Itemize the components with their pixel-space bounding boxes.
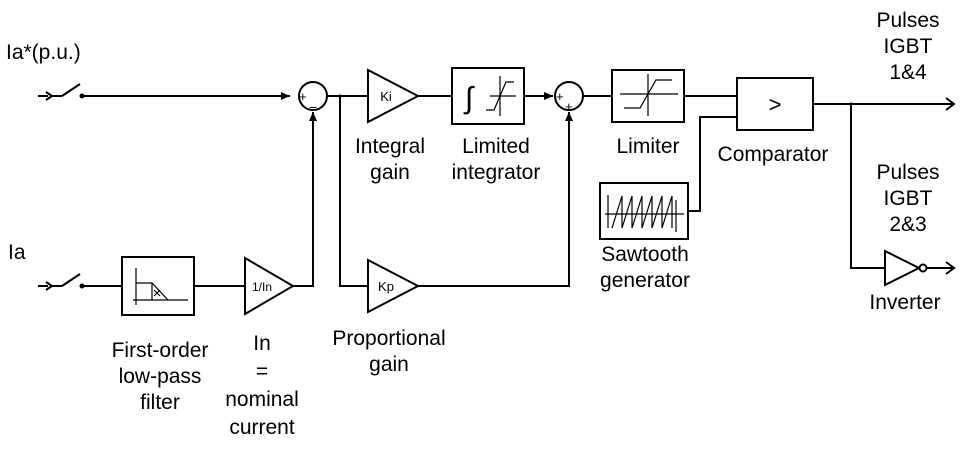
pulses-23-label: Pulses IGBT 2&3 — [858, 160, 958, 238]
gain-kp-text: Kp — [378, 279, 394, 294]
sawtooth-line-2: generator — [600, 269, 690, 292]
limiter-label: Limiter — [616, 135, 680, 158]
gain-kp: Kp — [367, 258, 421, 314]
gain-1-over-in-text: 1/In — [252, 280, 272, 294]
sum2-plus-bottom-sign: + — [565, 99, 573, 114]
sum1-minus-sign: − — [309, 99, 317, 115]
proportional-gain-line-2: gain — [369, 353, 409, 376]
integral-sign-icon: ∫ — [463, 82, 475, 115]
comparator-symbol-text: > — [769, 92, 782, 117]
meas-input-label: Ia — [8, 241, 26, 264]
pulses-14-line-2: IGBT — [883, 35, 933, 58]
wire-sum1-to-kp — [339, 96, 368, 287]
lowpass-filter-block — [121, 256, 195, 316]
ref-input-label: Ia*(p.u.) — [6, 41, 81, 64]
wire-invin-to-sum1 — [293, 112, 317, 287]
limiter-block — [611, 69, 685, 123]
wire-out-to-inverter — [850, 104, 885, 269]
wire-kp-to-sum2 — [418, 112, 573, 287]
integral-gain-line-2: gain — [370, 161, 410, 184]
in-nominal-line-4: current — [229, 416, 295, 439]
filter-line-2: low-pass — [118, 365, 202, 388]
in-nominal-line-1: In — [253, 332, 271, 355]
in-nominal-line-2: = — [255, 360, 269, 383]
inverter-block — [884, 249, 928, 287]
proportional-gain-label: Proportional gain — [314, 326, 464, 378]
wire-sawtooth-to-comparator — [688, 116, 737, 212]
in-nominal-line-3: nominal — [225, 388, 299, 411]
limited-integrator-block: ∫ — [451, 67, 525, 125]
pulses-23-line-2: IGBT — [883, 187, 933, 210]
pulses-14-line-3: 1&4 — [889, 61, 927, 84]
filter-line-1: First-order — [111, 339, 209, 362]
sum-junction-2: + + — [554, 81, 584, 114]
branch-point-sum1 — [338, 94, 342, 98]
integral-gain-label: Integral gain — [335, 134, 445, 186]
pulses-23-line-3: 2&3 — [889, 213, 927, 236]
sawtooth-line-1: Sawtooth — [601, 243, 689, 266]
arrow-out-14-icon — [945, 97, 956, 111]
filter-label: First-order low-pass filter — [96, 338, 224, 416]
gain-ki-text: Ki — [380, 89, 392, 104]
pulses-14-line-1: Pulses — [876, 9, 940, 32]
comparator-block: > — [736, 77, 814, 131]
proportional-gain-line-1: Proportional — [332, 327, 446, 350]
meas-input-switch-icon — [38, 273, 85, 291]
gain-1-over-in: 1/In — [244, 256, 295, 316]
limited-integrator-line-2: integrator — [451, 161, 541, 184]
limited-integrator-label: Limited integrator — [432, 134, 560, 186]
filter-line-3: filter — [140, 391, 180, 414]
sum-junction-1: + − — [298, 81, 328, 115]
arrow-out-23-icon — [945, 261, 956, 275]
limited-integrator-line-1: Limited — [462, 135, 530, 158]
sawtooth-label: Sawtooth generator — [578, 242, 712, 294]
inverter-label: Inverter — [869, 291, 941, 314]
integral-gain-line-1: Integral — [354, 135, 426, 158]
ref-input-switch-icon — [38, 83, 85, 101]
sawtooth-generator-block — [599, 182, 689, 240]
pulses-14-label: Pulses IGBT 1&4 — [858, 8, 958, 86]
gain-ki: Ki — [367, 68, 421, 124]
sum2-plus-left-sign: + — [556, 89, 564, 104]
in-nominal-label: In = nominal current — [210, 330, 314, 442]
sum1-plus-sign: + — [299, 89, 307, 104]
comparator-label: Comparator — [717, 143, 829, 166]
pulses-23-line-1: Pulses — [876, 161, 940, 184]
